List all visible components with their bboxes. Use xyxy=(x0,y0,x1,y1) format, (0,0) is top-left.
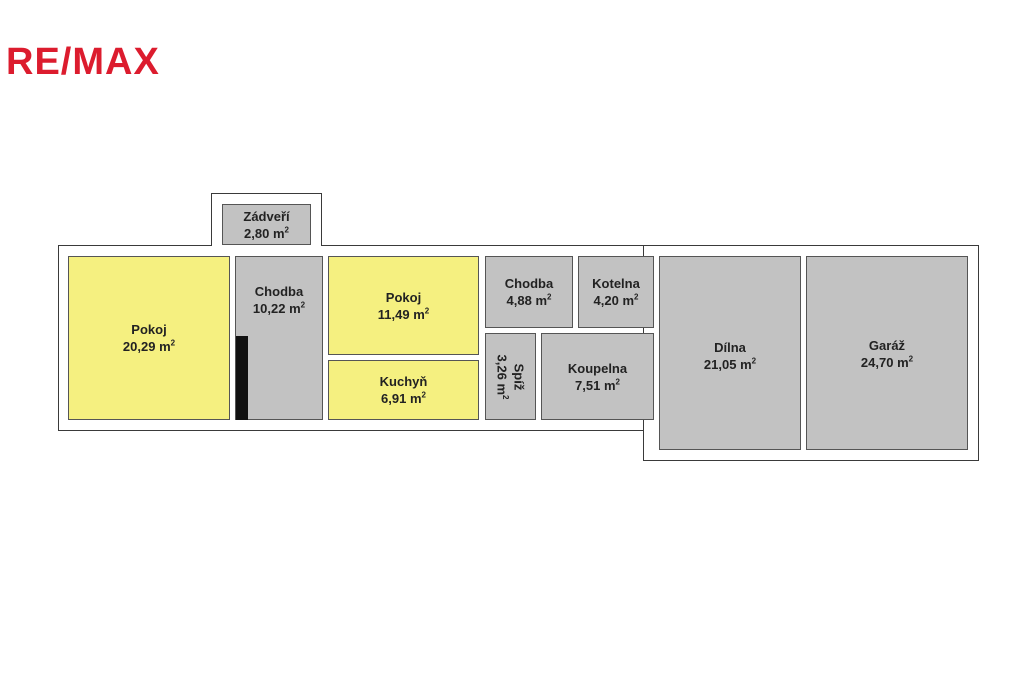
room-chodba-main: Chodba 10,22 m2 xyxy=(235,256,323,420)
room-pokoj-small-name: Pokoj xyxy=(385,289,422,305)
room-chodba-side-area: 4,88 m2 xyxy=(506,292,552,308)
room-kuchyn-area: 6,91 m2 xyxy=(381,390,426,406)
room-pokoj-large-name: Pokoj xyxy=(131,322,167,337)
room-koupelna-name: Koupelna xyxy=(567,360,628,376)
room-pokoj-small-area: 11,49 m2 xyxy=(377,306,430,322)
room-pokoj-large-area: 20,29 m2 xyxy=(122,338,176,354)
room-kotelna-area: 4,20 m2 xyxy=(593,292,639,308)
room-zadveri-name: Zádveří xyxy=(243,208,290,224)
logo-slash: / xyxy=(60,41,73,83)
room-zadveri: Zádveří 2,80 m2 xyxy=(222,204,311,245)
room-dilna-name: Dílna xyxy=(714,340,746,355)
room-spiz-name: Spíž xyxy=(511,363,527,390)
room-pokoj-large: Pokoj 20,29 m2 xyxy=(68,256,230,420)
room-koupelna: Koupelna 7,51 m2 xyxy=(541,333,654,420)
outline-joint-top xyxy=(212,244,321,248)
room-dilna-area: 21,05 m2 xyxy=(703,356,757,372)
room-chodba-side-name: Chodba xyxy=(504,276,554,291)
room-spiz-label: Spíž 3,26 m2 xyxy=(494,354,528,399)
room-dilna: Dílna 21,05 m2 xyxy=(659,256,801,450)
room-spiz-area: 3,26 m2 xyxy=(494,354,510,399)
room-chodba-main-name: Chodba xyxy=(254,284,304,299)
room-kotelna-name: Kotelna xyxy=(592,276,640,291)
room-kuchyn-name: Kuchyň xyxy=(379,374,428,389)
staircase-mark xyxy=(236,336,248,420)
remax-logo: RE/MAX xyxy=(6,40,160,84)
room-garaz-name: Garáž xyxy=(868,338,906,353)
room-garaz-area: 24,70 m2 xyxy=(860,354,914,370)
room-zadveri-area: 2,80 m2 xyxy=(244,225,289,241)
room-chodba-main-area: 10,22 m2 xyxy=(252,300,306,316)
room-chodba-side: Chodba 4,88 m2 xyxy=(485,256,573,328)
room-kuchyn: Kuchyň 6,91 m2 xyxy=(328,360,479,420)
room-garaz: Garáž 24,70 m2 xyxy=(806,256,968,450)
room-spiz: Spíž 3,26 m2 xyxy=(485,333,536,420)
room-pokoj-small: Pokoj 11,49 m2 xyxy=(328,256,479,355)
room-koupelna-area: 7,51 m2 xyxy=(575,377,620,393)
room-kotelna: Kotelna 4,20 m2 xyxy=(578,256,654,328)
logo-max: MAX xyxy=(72,41,160,83)
logo-re: RE xyxy=(6,41,61,83)
